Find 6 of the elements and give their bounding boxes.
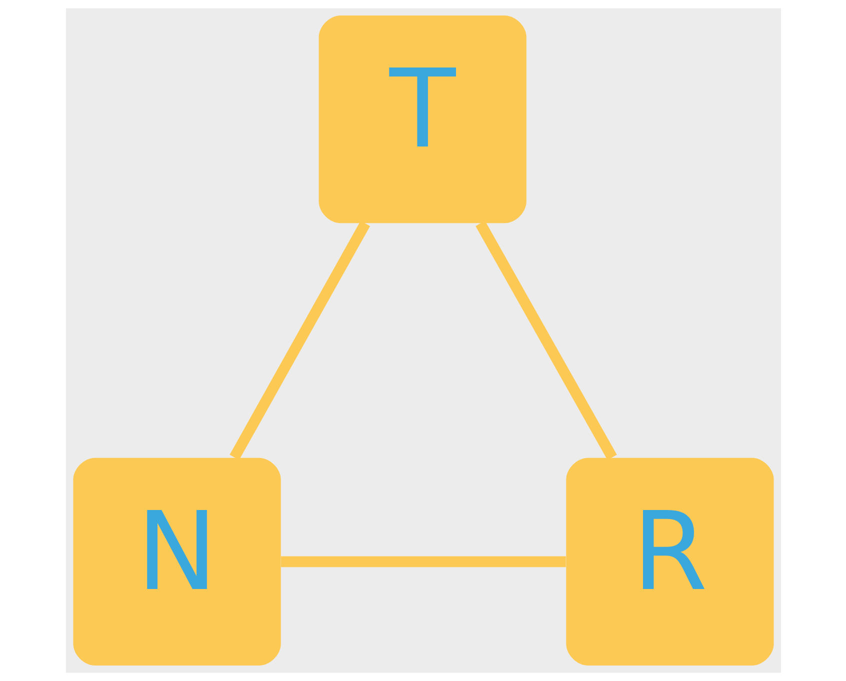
connector — [475, 220, 616, 460]
node-box: T — [318, 16, 526, 224]
connector — [229, 220, 370, 460]
node-box: R — [566, 458, 774, 666]
node-box: N — [72, 458, 280, 666]
connector — [280, 556, 566, 568]
